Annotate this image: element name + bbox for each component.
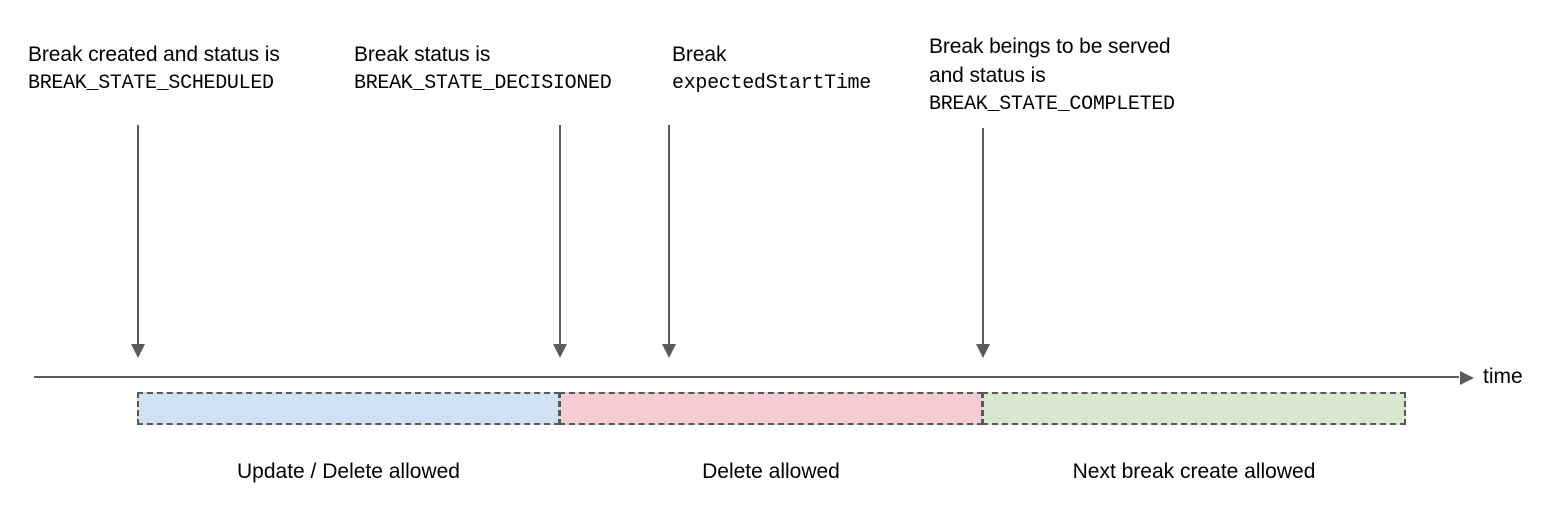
- arrow-down-icon-completed: [975, 128, 991, 358]
- arrow-head: [553, 344, 567, 358]
- arrow-head: [976, 344, 990, 358]
- event-label-expected-start-time-line1: Break: [672, 43, 727, 66]
- event-label-completed-line3: BREAK_STATE_COMPLETED: [929, 93, 1175, 116]
- phase-bar-decisioned: [559, 392, 983, 425]
- arrow-shaft: [982, 128, 984, 345]
- arrow-down-icon-expected-start-time: [661, 125, 677, 358]
- arrow-right-icon: [1460, 371, 1474, 385]
- arrow-shaft: [668, 125, 670, 345]
- event-label-decisioned-line1: Break status is: [354, 43, 491, 66]
- time-axis-label: time: [1483, 365, 1523, 388]
- arrow-shaft: [137, 125, 139, 345]
- event-label-decisioned-line2: BREAK_STATE_DECISIONED: [354, 72, 612, 95]
- time-axis: [34, 371, 1474, 385]
- arrow-down-icon-scheduled: [130, 125, 146, 358]
- event-label-decisioned: Break status is BREAK_STATE_DECISIONED: [354, 40, 612, 98]
- arrow-down-icon-decisioned: [552, 125, 568, 358]
- phase-bar-scheduled: [137, 392, 560, 425]
- event-label-expected-start-time-line2: expectedStartTime: [672, 72, 871, 95]
- arrow-head: [662, 344, 676, 358]
- phase-caption-decisioned: Delete allowed: [702, 460, 840, 483]
- event-label-completed-line2: and status is: [929, 64, 1046, 87]
- phase-caption-completed: Next break create allowed: [1072, 460, 1316, 483]
- event-label-scheduled-line2: BREAK_STATE_SCHEDULED: [28, 72, 274, 95]
- event-label-expected-start-time: Break expectedStartTime: [672, 40, 871, 98]
- arrow-shaft: [559, 125, 561, 345]
- phase-caption-scheduled: Update / Delete allowed: [237, 460, 460, 483]
- event-label-scheduled: Break created and status is BREAK_STATE_…: [28, 40, 280, 98]
- event-label-completed: Break beings to be served and status is …: [929, 32, 1175, 119]
- phase-bar-completed: [982, 392, 1406, 425]
- time-axis-line: [34, 376, 1459, 378]
- event-label-completed-line1: Break beings to be served: [929, 35, 1171, 58]
- arrow-head: [131, 344, 145, 358]
- event-label-scheduled-line1: Break created and status is: [28, 43, 280, 66]
